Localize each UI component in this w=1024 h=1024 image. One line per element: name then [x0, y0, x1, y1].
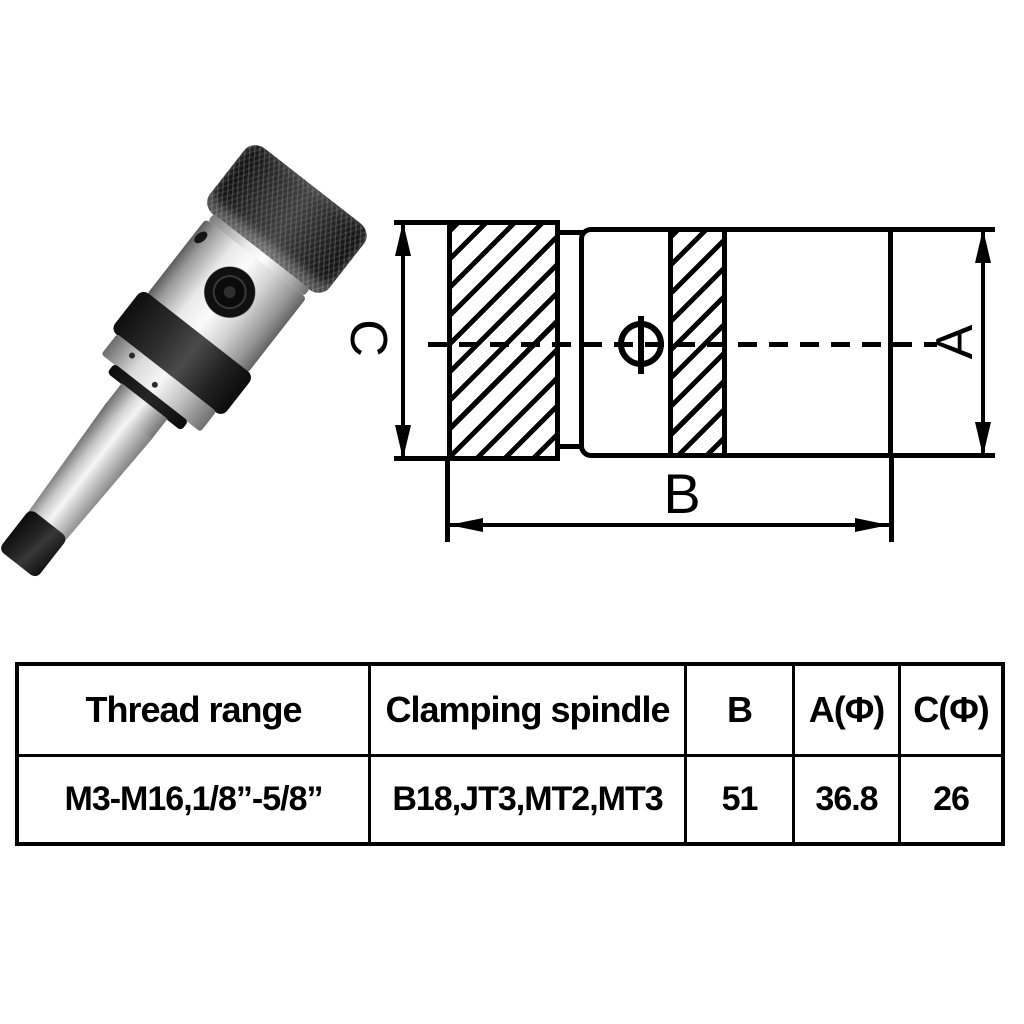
header-b: B: [684, 662, 795, 757]
header-c-dia: C(Φ): [898, 662, 1005, 757]
dim-c-ext-bottom: [394, 456, 450, 461]
dim-b-line: [449, 523, 891, 527]
value-thread-range: M3-M16,1/8”-5/8”: [15, 753, 371, 846]
dim-a-label: A: [926, 324, 984, 360]
dim-b-ext-right: [889, 456, 894, 542]
dim-c-line: [401, 224, 405, 457]
dim-b-ext-left: [445, 459, 450, 542]
value-b: 51: [684, 753, 795, 846]
dim-a-arrow-up: [975, 229, 991, 263]
flange-screw-hole: [127, 351, 137, 360]
dim-c-arrow-up: [395, 222, 411, 256]
spec-table: Thread range Clamping spindle B A(Φ) C(Φ…: [15, 662, 1005, 846]
dim-a-line: [981, 231, 985, 454]
value-a-dia: 36.8: [792, 753, 901, 846]
dim-a-ext-bottom: [888, 453, 995, 458]
header-clamping-spindle: Clamping spindle: [368, 662, 687, 757]
dim-c-ext-top: [394, 220, 450, 225]
side-hole: [192, 229, 210, 246]
dim-b-arrow-left: [449, 518, 483, 532]
value-c-dia: 26: [898, 753, 1005, 846]
centerline: [428, 342, 937, 347]
flange-screw-hole: [150, 380, 160, 390]
spec-table-header-row: Thread range Clamping spindle B A(Φ) C(Φ…: [15, 662, 1005, 757]
dim-b-arrow-right: [855, 518, 889, 532]
phi-symbol-line: [638, 316, 644, 374]
neck-line-bottom: [556, 444, 586, 449]
dim-c-arrow-down: [395, 425, 411, 459]
section-cap-hatch: [447, 220, 560, 461]
dim-b-label: B: [663, 462, 701, 525]
neck-line-top: [556, 230, 586, 235]
spec-table-data-row: M3-M16,1/8”-5/8” B18,JT3,MT2,MT3 51 36.8…: [15, 753, 1005, 846]
product-photo: [0, 120, 397, 630]
dim-a-ext-top: [888, 227, 995, 232]
dim-a-arrow-down: [975, 422, 991, 456]
dim-c-label: C: [339, 319, 397, 357]
locking-hole: [189, 253, 269, 333]
header-a-dia: A(Φ): [792, 662, 901, 757]
value-clamping-spindle: B18,JT3,MT2,MT3: [368, 753, 687, 846]
header-thread-range: Thread range: [15, 662, 371, 757]
